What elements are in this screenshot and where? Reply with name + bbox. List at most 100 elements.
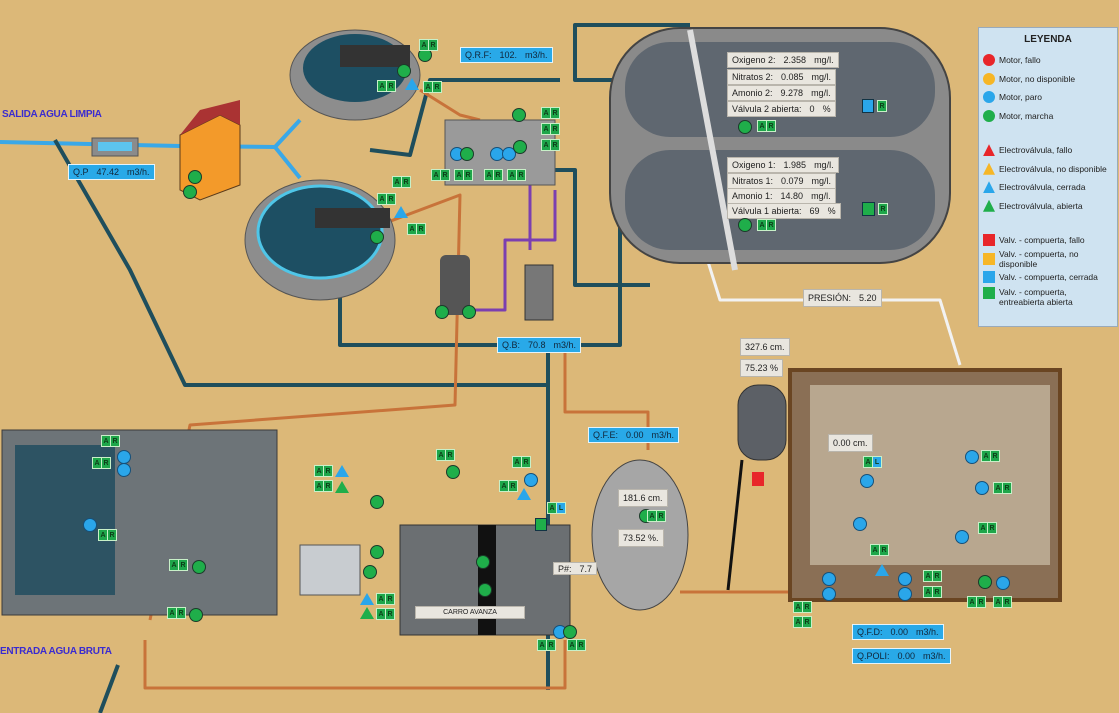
pressure-readout: PRESIÓN:5.20 xyxy=(803,289,882,307)
motor-stopped[interactable] xyxy=(524,473,538,487)
sludge-pipe xyxy=(143,640,567,690)
motor-stopped[interactable] xyxy=(955,530,969,544)
clarifier-2-bridge xyxy=(340,45,410,67)
motor-stopped[interactable] xyxy=(898,572,912,586)
motor-stopped[interactable] xyxy=(860,474,874,488)
electrovalve-closed[interactable] xyxy=(405,78,419,90)
electrovalve-open[interactable] xyxy=(335,481,349,493)
motor-running[interactable] xyxy=(435,305,449,319)
motor-stopped[interactable] xyxy=(83,518,97,532)
legend-title: LEYENDA xyxy=(1024,34,1072,45)
legend-item: Valv. - compuerta, fallo xyxy=(983,231,1113,250)
motor-stopped[interactable] xyxy=(853,517,867,531)
electrovalve-closed[interactable] xyxy=(360,593,374,605)
auto-remote-badge: R xyxy=(877,100,887,112)
motor-running[interactable] xyxy=(978,575,992,589)
motor-fault-icon xyxy=(983,54,995,67)
house-roof xyxy=(180,100,240,135)
motor-stopped[interactable] xyxy=(117,450,131,464)
motor-running[interactable] xyxy=(183,185,197,199)
motor-running[interactable] xyxy=(188,170,202,184)
motor-stopped[interactable] xyxy=(898,587,912,601)
motor-stopped[interactable] xyxy=(822,587,836,601)
motor-running[interactable] xyxy=(189,608,203,622)
valve-fault-icon xyxy=(983,144,995,157)
building-floor xyxy=(810,385,1050,565)
motor-stopped[interactable] xyxy=(975,481,989,495)
process-water-pipe xyxy=(540,168,650,287)
motor-stopped[interactable] xyxy=(965,450,979,464)
motor-running[interactable] xyxy=(738,120,752,134)
motor-running[interactable] xyxy=(446,465,460,479)
clarifier-2-water xyxy=(303,34,407,102)
reagent-pipe xyxy=(460,190,557,312)
gate-unavailable-icon xyxy=(983,252,995,265)
motor-stopped-icon xyxy=(983,91,995,104)
motor-stopped[interactable] xyxy=(502,147,516,161)
motor-running[interactable] xyxy=(192,560,206,574)
motor-running[interactable] xyxy=(370,230,384,244)
electrovalve-closed[interactable] xyxy=(875,564,889,576)
gate-valve-fault xyxy=(752,472,764,486)
clarifier-1-bridge xyxy=(315,208,390,228)
motor-stopped[interactable] xyxy=(117,463,131,477)
motor-stopped[interactable] xyxy=(996,576,1010,590)
motor-running[interactable] xyxy=(563,625,577,639)
valve-open-icon xyxy=(983,199,995,212)
motor-running[interactable] xyxy=(476,555,490,569)
motor-running[interactable] xyxy=(738,218,752,232)
motor-running[interactable] xyxy=(363,565,377,579)
motor-running[interactable] xyxy=(512,108,526,122)
motor-running[interactable] xyxy=(478,583,492,597)
sludge-pipe xyxy=(419,88,481,122)
motor-running[interactable] xyxy=(460,147,474,161)
clean-water-pipe xyxy=(0,118,302,149)
process-water-pipe xyxy=(98,664,120,713)
electrovalve-open[interactable] xyxy=(360,607,374,619)
gate-valve-open[interactable] xyxy=(535,518,547,531)
motor-running[interactable] xyxy=(513,140,527,154)
gate-valve-1-open[interactable] xyxy=(862,202,875,216)
motor-running[interactable] xyxy=(397,64,411,78)
motor-running[interactable] xyxy=(370,545,384,559)
electrovalve-closed[interactable] xyxy=(335,465,349,477)
auto-remote-badge: R xyxy=(878,203,888,215)
reagent-tank xyxy=(440,255,470,315)
outlet-water xyxy=(98,142,132,151)
legend-item: Valv. - compuerta, entreabierta abierta xyxy=(983,286,1113,313)
motor-running[interactable] xyxy=(370,495,384,509)
electrovalve-closed[interactable] xyxy=(394,206,408,218)
motor-stopped[interactable] xyxy=(822,572,836,586)
gate-valve-2-closed[interactable] xyxy=(862,99,874,113)
motor-running[interactable] xyxy=(462,305,476,319)
electrovalve-closed[interactable] xyxy=(517,488,531,500)
raw-water-basin xyxy=(15,445,115,595)
legend-panel: LEYENDA Motor, fallo Motor, no disponibl… xyxy=(978,27,1118,327)
motor-running[interactable] xyxy=(418,48,432,62)
legend-item: Electroválvula, cerrada xyxy=(983,178,1113,197)
